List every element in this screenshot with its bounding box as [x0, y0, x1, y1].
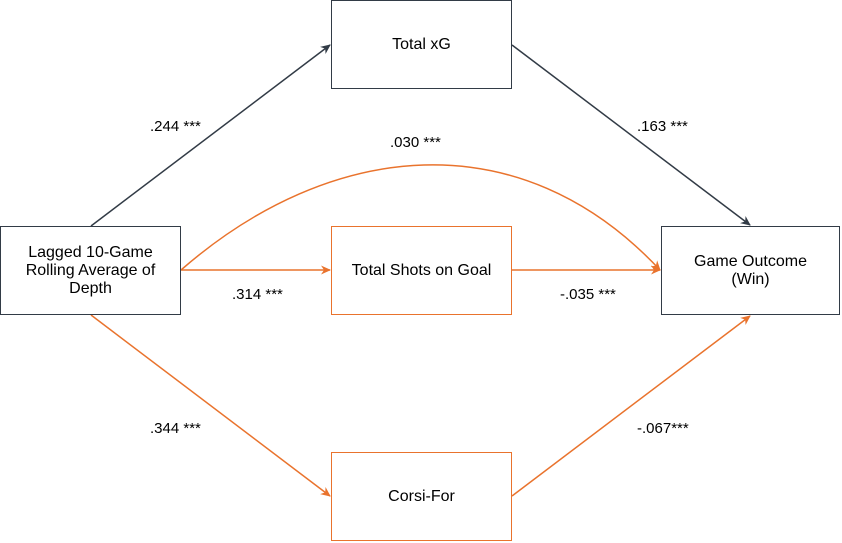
coef-depth-to-xg: .244 ***: [150, 118, 201, 135]
node-depth-line-2: Rolling Average of: [25, 261, 156, 279]
arrow-depth-to-outcome: [180, 164, 661, 271]
node-total-shots-on-goal: Total Shots on Goal: [331, 226, 512, 315]
arrow-corsi-to-outcome: [511, 315, 751, 497]
coef-corsi-to-outcome: -.067***: [637, 420, 689, 437]
coef-xg-to-outcome: .163 ***: [637, 118, 688, 135]
node-outcome-line-2: (Win): [731, 270, 770, 288]
node-game-outcome: Game Outcome (Win): [661, 226, 840, 315]
coef-depth-to-shots: .314 ***: [232, 286, 283, 303]
node-corsi-label: Corsi-For: [388, 487, 455, 505]
node-depth-line-3: Depth: [69, 279, 112, 297]
coef-depth-to-corsi: .344 ***: [150, 420, 201, 437]
node-total-xg: Total xG: [331, 0, 512, 89]
coef-depth-to-outcome: .030 ***: [390, 134, 441, 151]
coef-shots-to-outcome: -.035 ***: [560, 286, 616, 303]
node-shots-label: Total Shots on Goal: [351, 261, 492, 279]
node-corsi-for: Corsi-For: [331, 452, 512, 541]
arrow-depth-to-corsi: [90, 314, 331, 497]
arrow-xg-to-outcome: [511, 44, 751, 226]
node-outcome-line-1: Game Outcome: [694, 252, 807, 270]
node-depth-line-1: Lagged 10-Game: [28, 243, 153, 261]
node-lagged-depth: Lagged 10-Game Rolling Average of Depth: [0, 226, 181, 315]
node-xg-label: Total xG: [392, 35, 451, 53]
arrow-depth-to-xg: [90, 44, 331, 227]
